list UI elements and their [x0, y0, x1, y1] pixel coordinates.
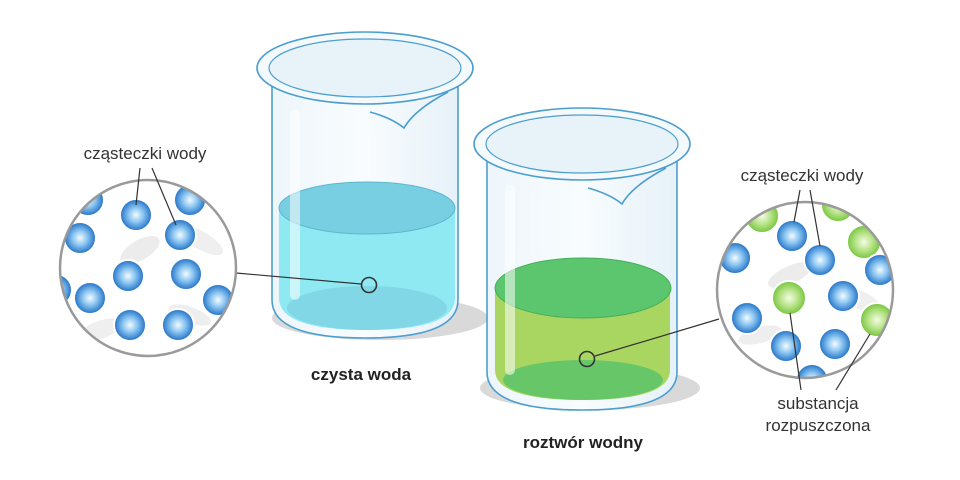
right-water-molecules-label: cząsteczki wody	[741, 166, 864, 185]
beaker-spout	[587, 167, 667, 206]
water-molecule-icon	[71, 183, 105, 217]
water-molecule-icon	[818, 327, 852, 361]
glass-highlight	[290, 110, 300, 300]
glass-highlight	[505, 185, 515, 375]
liquid-bottom-glow	[287, 286, 447, 330]
water-molecule-icon	[113, 308, 147, 342]
pure-water-caption: czysta woda	[311, 365, 412, 384]
water-molecule-icon	[795, 363, 829, 378]
beaker-rim-inner	[485, 114, 679, 174]
beaker-spout	[369, 91, 449, 130]
water-molecule-icon	[169, 257, 203, 291]
pointer-line	[835, 333, 871, 391]
zoom-connector-left	[235, 272, 362, 285]
solute-particle-icon	[771, 280, 807, 316]
water-molecule-icon	[161, 308, 195, 342]
left-water-molecules-label: cząsteczki wody	[84, 144, 207, 163]
water-molecule-icon	[730, 301, 764, 335]
zoom-target-solution	[578, 350, 596, 368]
water-molecule-icon	[173, 183, 207, 217]
water-molecule-icon	[119, 198, 153, 232]
solution-surface	[494, 257, 672, 319]
pointer-line	[809, 189, 821, 247]
water-molecule-icon	[826, 279, 860, 313]
pure-water-beaker	[256, 31, 488, 340]
zoom-target-pure	[360, 276, 378, 294]
beaker-rim-inner	[268, 38, 462, 98]
pointer-line	[135, 167, 141, 206]
magnifier-border	[58, 178, 238, 358]
pointer-line	[151, 167, 177, 226]
solute-label-line2: rozpuszczona	[766, 416, 871, 435]
water-molecule-icon	[163, 218, 197, 252]
right-magnifier: cząsteczki wody substancja rozpuszczona	[715, 166, 895, 435]
solute-particle-icon	[744, 202, 780, 234]
solution-beaker	[473, 107, 700, 411]
pointer-line	[789, 312, 802, 391]
water-molecule-icon	[73, 281, 107, 315]
water-molecule-icon	[803, 243, 837, 277]
solution-caption: roztwór wodny	[523, 433, 643, 452]
magnifier-border	[715, 200, 895, 380]
solute-label-line1: substancja	[777, 394, 859, 413]
liquid-bottom-glow	[503, 360, 663, 400]
zoom-connector-right	[594, 318, 720, 357]
pure-water-surface	[278, 181, 456, 235]
water-molecule-icon	[111, 259, 145, 293]
water-molecule-icon	[769, 329, 803, 363]
left-magnifier: cząsteczki wody	[58, 144, 238, 358]
water-molecule-icon	[63, 221, 97, 255]
pointer-line	[793, 189, 801, 223]
water-molecule-icon	[775, 219, 809, 253]
